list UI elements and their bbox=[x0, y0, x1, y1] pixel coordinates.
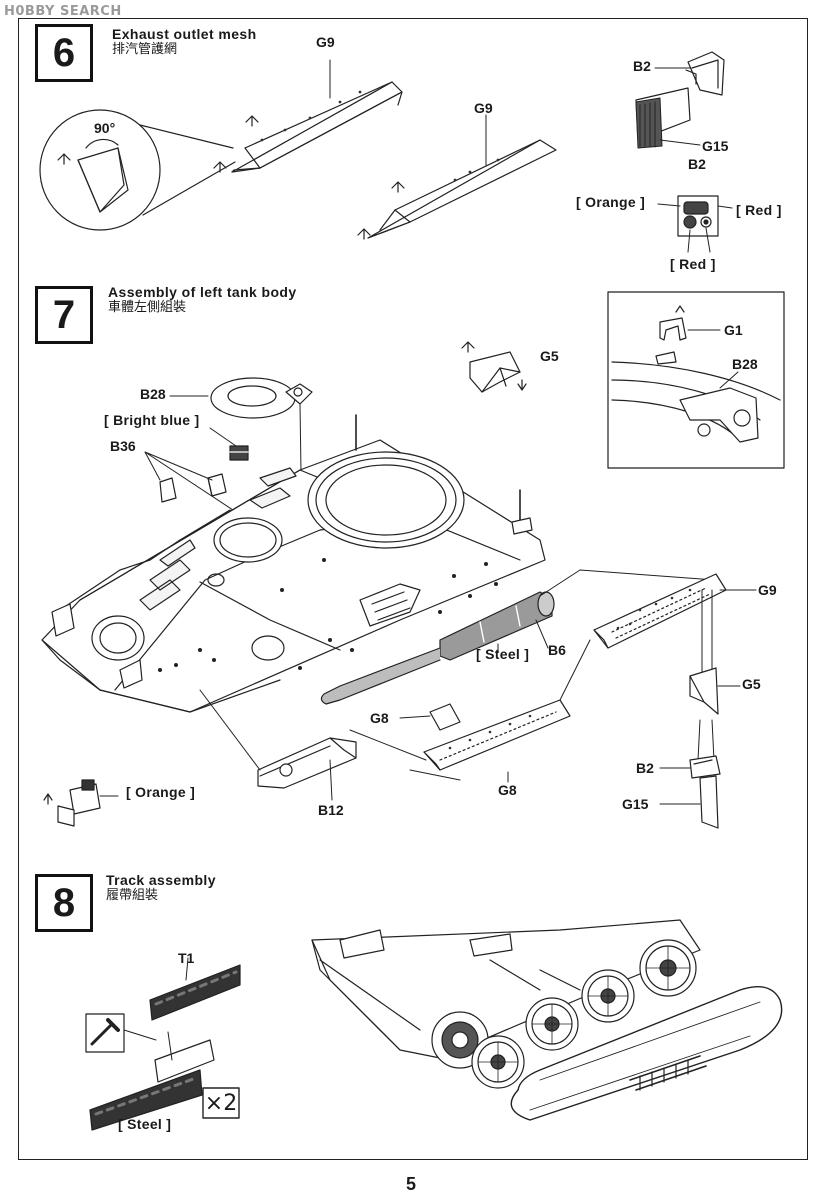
part-label-g9: G9 bbox=[474, 100, 493, 116]
arrow-icon bbox=[57, 153, 71, 165]
step-title: Assembly of left tank body bbox=[108, 284, 297, 300]
hull-drawing bbox=[41, 414, 546, 713]
page-number: 5 bbox=[406, 1174, 417, 1194]
angle-label: 90° bbox=[94, 120, 116, 136]
step-subtitle: 履帶組裝 bbox=[106, 888, 159, 903]
step-title: Track assembly bbox=[106, 872, 216, 888]
part-label-b36: B36 bbox=[110, 438, 136, 454]
step-number-box: 7 bbox=[35, 286, 93, 344]
arrow-icon bbox=[461, 341, 527, 391]
quantity-multiplier: ×2 bbox=[204, 1090, 238, 1116]
step-number: 8 bbox=[52, 880, 76, 925]
paint-label-red: [ Red ] bbox=[670, 256, 716, 272]
part-label-g9: G9 bbox=[316, 34, 335, 50]
part-label-b2: B2 bbox=[688, 156, 706, 172]
arrow-icon bbox=[675, 305, 685, 313]
track-segment-drawing bbox=[89, 957, 241, 1131]
part-label-g5: G5 bbox=[540, 348, 559, 364]
paint-label-bright-blue: [ Bright blue ] bbox=[104, 412, 200, 428]
part-label-b6: B6 bbox=[548, 642, 566, 658]
part-label-g1: G1 bbox=[724, 322, 743, 338]
watermark: H0BBY SEARCH bbox=[4, 4, 122, 19]
part-label-b12: B12 bbox=[318, 802, 344, 818]
step-number: 7 bbox=[52, 292, 76, 337]
zoom-detail-circle bbox=[39, 109, 161, 231]
step-subtitle: 排汽管護網 bbox=[112, 42, 178, 57]
part-label-b28: B28 bbox=[732, 356, 758, 372]
part-label-g8: G8 bbox=[498, 782, 517, 798]
paint-label-red: [ Red ] bbox=[736, 202, 782, 218]
step-title: Exhaust outlet mesh bbox=[112, 26, 257, 42]
step-number: 6 bbox=[52, 30, 76, 75]
step-number-box: 6 bbox=[35, 24, 93, 82]
paint-label-steel: [ Steel ] bbox=[118, 1116, 172, 1132]
part-label-g15: G15 bbox=[702, 138, 729, 154]
part-label-b2: B2 bbox=[636, 760, 654, 776]
exhaust-pipe-drawing bbox=[320, 591, 555, 705]
arrow-icon bbox=[43, 793, 53, 805]
paint-label-steel: [ Steel ] bbox=[476, 646, 530, 662]
part-label-t1: T1 bbox=[178, 950, 195, 966]
paint-label-orange: [ Orange ] bbox=[576, 194, 646, 210]
part-label-g8: G8 bbox=[370, 710, 389, 726]
hull-with-wheels-drawing bbox=[311, 919, 701, 1089]
part-label-b2: B2 bbox=[633, 58, 651, 74]
part-label-b28: B28 bbox=[140, 386, 166, 402]
step-number-box: 8 bbox=[35, 874, 93, 932]
part-label-g9: G9 bbox=[758, 582, 777, 598]
part-label-g15: G15 bbox=[622, 796, 649, 812]
paint-label-orange: [ Orange ] bbox=[126, 784, 196, 800]
part-label-g5: G5 bbox=[742, 676, 761, 692]
arrow-icon bbox=[357, 181, 405, 240]
step-subtitle: 車體左側組裝 bbox=[108, 300, 187, 315]
page-frame bbox=[18, 18, 808, 1160]
arrow-icon bbox=[213, 115, 259, 173]
